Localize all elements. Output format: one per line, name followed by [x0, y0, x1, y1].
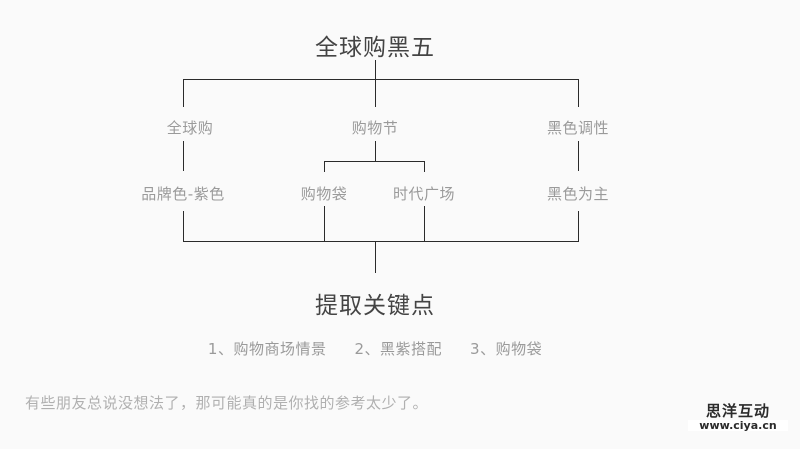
- connector-l2n2-fork-left: [324, 161, 325, 172]
- root-node-title: 全球购黑五: [315, 35, 435, 61]
- connector-level2-drop-left: [183, 79, 184, 107]
- connector-l2n2-stem: [375, 141, 376, 161]
- connector-l2n1-to-l3: [183, 141, 184, 171]
- summary-item-2: 2、黑紫搭配: [354, 340, 443, 358]
- connector-l2n2-fork-bus: [324, 161, 425, 162]
- connector-level2-bus: [183, 79, 579, 80]
- connector-merge-stem: [375, 241, 376, 273]
- level3-node-1: 品牌色-紫色: [141, 185, 225, 203]
- summary-item-list: 1、购物商场情景 2、黑紫搭配 3、购物袋: [194, 338, 556, 359]
- connector-l2n3-to-l3: [578, 141, 579, 171]
- level2-node-1: 全球购: [166, 119, 214, 137]
- summary-item-1: 1、购物商场情景: [207, 340, 327, 358]
- connector-merge-drop-4: [578, 211, 579, 242]
- level2-node-3: 黑色调性: [546, 119, 610, 137]
- connector-merge-drop-2: [324, 206, 325, 242]
- connector-merge-drop-3: [424, 206, 425, 242]
- footnote-text: 有些朋友总说没想法了，那可能真的是你找的参考太少了。: [25, 394, 429, 412]
- connector-merge-drop-1: [183, 211, 184, 242]
- connector-level2-drop-right: [578, 79, 579, 107]
- summary-item-3: 3、购物袋: [470, 340, 543, 358]
- connector-root-stem: [375, 60, 376, 79]
- level2-node-2: 购物节: [351, 119, 399, 137]
- level3-node-2: 购物袋: [300, 185, 348, 203]
- level3-node-3: 时代广场: [392, 185, 456, 203]
- level3-node-4: 黑色为主: [546, 185, 610, 203]
- connector-merge-bus: [183, 241, 579, 242]
- watermark: 思洋互动 www.ciya.cn: [688, 404, 788, 431]
- connector-level2-drop-center: [375, 79, 376, 107]
- connector-l2n2-fork-right: [424, 161, 425, 172]
- summary-title: 提取关键点: [315, 293, 435, 319]
- watermark-brand: 思洋互动: [705, 402, 770, 420]
- watermark-url: www.ciya.cn: [688, 420, 788, 431]
